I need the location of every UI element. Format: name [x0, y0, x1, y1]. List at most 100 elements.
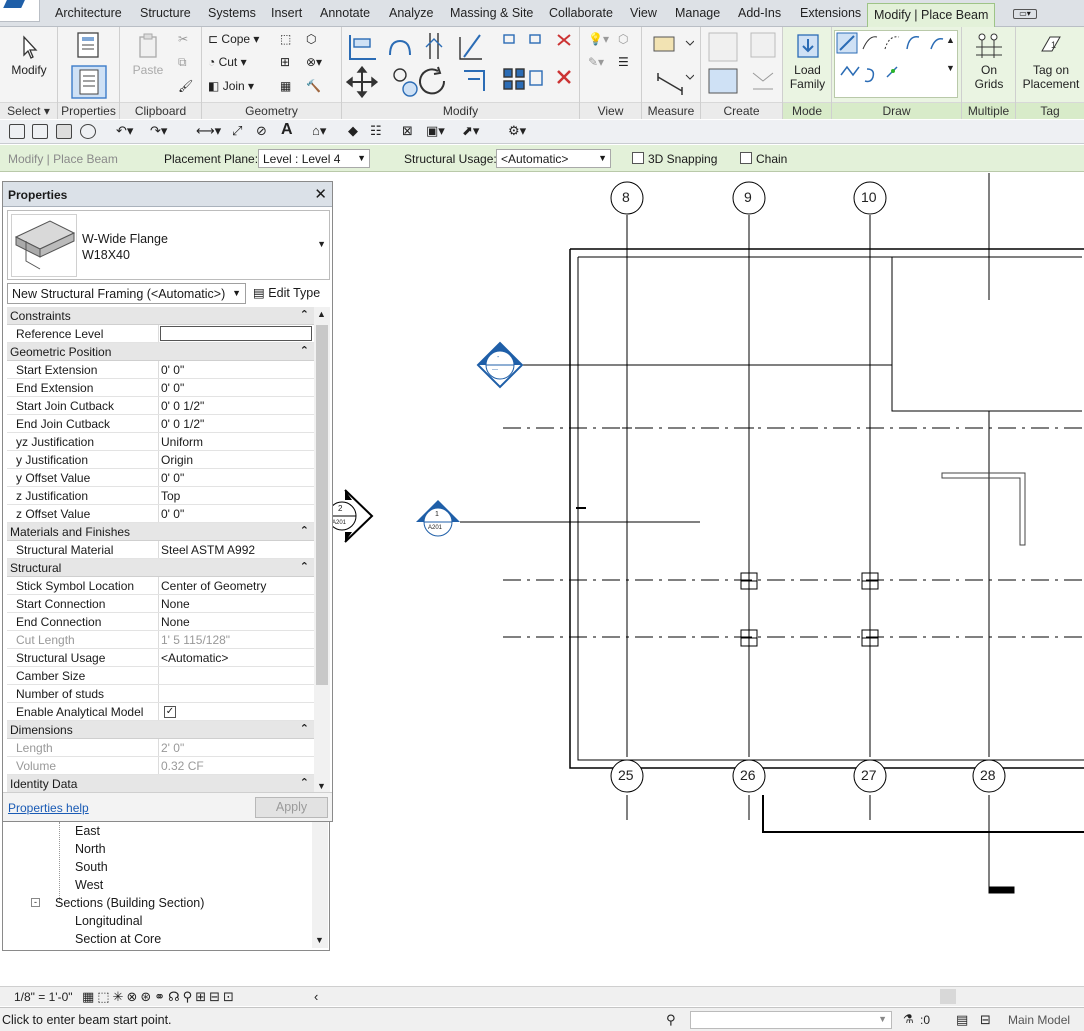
tab-view[interactable]: View [630, 6, 657, 20]
tab-add-ins[interactable]: Add-Ins [738, 6, 782, 20]
property-row[interactable]: Enable Analytical Model✓ [7, 703, 314, 721]
demolish-icon[interactable]: ⊗▾ [306, 55, 323, 69]
property-row[interactable]: Number of studs [7, 685, 314, 703]
draw-tools-icons[interactable] [835, 31, 959, 99]
sync-icon[interactable] [80, 124, 96, 139]
property-category[interactable]: Dimensions⌃ [7, 721, 314, 739]
section-head-1[interactable] [416, 500, 460, 537]
linework-icon[interactable]: ✎▾ [588, 55, 605, 69]
thin-lines-icon[interactable]: ☰ [618, 55, 629, 69]
close-hidden-icon[interactable]: ⊠ [402, 123, 413, 138]
properties-help-link[interactable]: Properties help [8, 801, 89, 815]
create-tools-icons[interactable] [705, 29, 781, 99]
property-value[interactable]: 0' 0 1/2" [161, 417, 205, 431]
paint-icon[interactable]: ⬡ [306, 32, 317, 46]
property-value[interactable]: 2' 0" [161, 741, 185, 755]
reference-level-input[interactable] [160, 326, 312, 341]
browser-item[interactable]: East [75, 824, 101, 838]
browser-item[interactable]: Section at Core [75, 932, 162, 946]
aligned-dimension-icon[interactable]: ⤢ [232, 123, 243, 138]
instance-filter-select[interactable]: New Structural Framing (<Automatic>)▼ [7, 283, 246, 304]
property-value[interactable]: Center of Geometry [161, 579, 267, 593]
paste-button[interactable]: Paste [128, 31, 168, 77]
section-icon[interactable]: ◆ [348, 123, 358, 138]
structural-plan-drawing[interactable] [0, 173, 1084, 985]
hide-element-icon[interactable]: 💡▾ [588, 32, 609, 46]
properties-scrollbar[interactable]: ▲ ▼ [314, 307, 330, 793]
tab-architecture[interactable]: Architecture [55, 6, 122, 20]
design-options-icon[interactable]: ▤ [956, 1012, 969, 1027]
property-value[interactable]: Steel ASTM A992 [161, 543, 256, 557]
workset-select[interactable]: ▼ [690, 1011, 892, 1029]
worksharing-icon[interactable]: ⚲ [666, 1012, 676, 1027]
property-category[interactable]: Materials and Finishes⌃ [7, 523, 314, 541]
property-value[interactable]: 0' 0" [161, 363, 185, 377]
override-graphics-icon[interactable]: ⬡ [618, 32, 629, 46]
structural-usage-select[interactable]: <Automatic>▼ [496, 149, 611, 168]
measure-qat-icon[interactable]: ⟷▾ [196, 123, 222, 138]
modify-qat-icon[interactable]: ⬈▾ [462, 123, 480, 138]
collapse-icon[interactable]: ⌃ [299, 561, 309, 573]
collapse-icon[interactable]: ⌃ [299, 345, 309, 357]
placement-plane-select[interactable]: Level : Level 4▼ [258, 149, 370, 168]
scrollbar-thumb[interactable] [316, 325, 328, 685]
redo-icon[interactable]: ↷▾ [150, 123, 168, 138]
browser-scrollbar[interactable]: ▼ [312, 822, 328, 948]
tab-modify-place-beam[interactable]: Modify | Place Beam [867, 3, 996, 27]
3d-view-icon[interactable]: ⌂▾ [312, 123, 327, 138]
match-properties-icon[interactable]: 🖌 [178, 79, 194, 93]
collapse-toggle-icon[interactable]: - [31, 898, 40, 907]
tab-manage[interactable]: Manage [675, 6, 721, 20]
3d-snapping-checkbox[interactable] [632, 152, 644, 164]
tab-annotate[interactable]: Annotate [320, 6, 371, 20]
property-category[interactable]: Geometric Position⌃ [7, 343, 314, 361]
browser-item[interactable]: North [75, 842, 106, 856]
editable-only-icon[interactable]: ⊟ [980, 1012, 991, 1027]
property-value[interactable]: 1' 5 115/128" [161, 633, 231, 647]
browser-item[interactable]: Longitudinal [75, 914, 143, 928]
horizontal-scrollbar-thumb[interactable] [940, 989, 956, 1004]
cut-geometry-button[interactable]: ◔ Cut ▾ [208, 55, 247, 69]
property-value[interactable]: 0' 0" [161, 507, 185, 521]
customize-qat-icon[interactable]: ⚙▾ [508, 123, 527, 138]
cut-clipboard-icon[interactable]: ✂ [178, 32, 189, 46]
tab-analyze[interactable]: Analyze [389, 6, 434, 20]
apply-button[interactable]: Apply [255, 797, 328, 818]
select-panel-label[interactable]: Select ▾ [0, 102, 57, 119]
scroll-down-icon[interactable]: ▼ [317, 781, 326, 791]
property-value[interactable]: 0' 0" [161, 381, 185, 395]
browser-item[interactable]: South [75, 860, 108, 874]
beam-system-icon[interactable]: ▦ [280, 79, 292, 93]
property-row[interactable]: Structural Usage<Automatic> [7, 649, 314, 667]
modify-button[interactable]: Modify [8, 31, 50, 77]
tab-massing-site[interactable]: Massing & Site [450, 6, 534, 20]
collapse-icon[interactable]: ⌃ [299, 525, 309, 537]
tab-systems[interactable]: Systems [208, 6, 256, 20]
properties-toggle-icon[interactable] [71, 65, 107, 99]
property-row[interactable]: Reference Level [7, 325, 314, 343]
thin-lines-qat-icon[interactable]: ☷ [370, 123, 382, 138]
property-category[interactable]: Structural⌃ [7, 559, 314, 577]
collapse-icon[interactable]: ⌃ [299, 309, 309, 321]
filter-icon[interactable]: ⚗ [903, 1012, 914, 1026]
tab-collaborate[interactable]: Collaborate [549, 6, 613, 20]
draw-gallery[interactable] [834, 30, 958, 98]
property-value[interactable]: Origin [161, 453, 194, 467]
type-properties-icon[interactable] [72, 31, 106, 61]
draw-scroll-up-icon[interactable]: ▲ [946, 35, 955, 45]
text-icon[interactable]: A [281, 121, 293, 138]
undo-icon[interactable]: ↶▾ [116, 123, 134, 138]
